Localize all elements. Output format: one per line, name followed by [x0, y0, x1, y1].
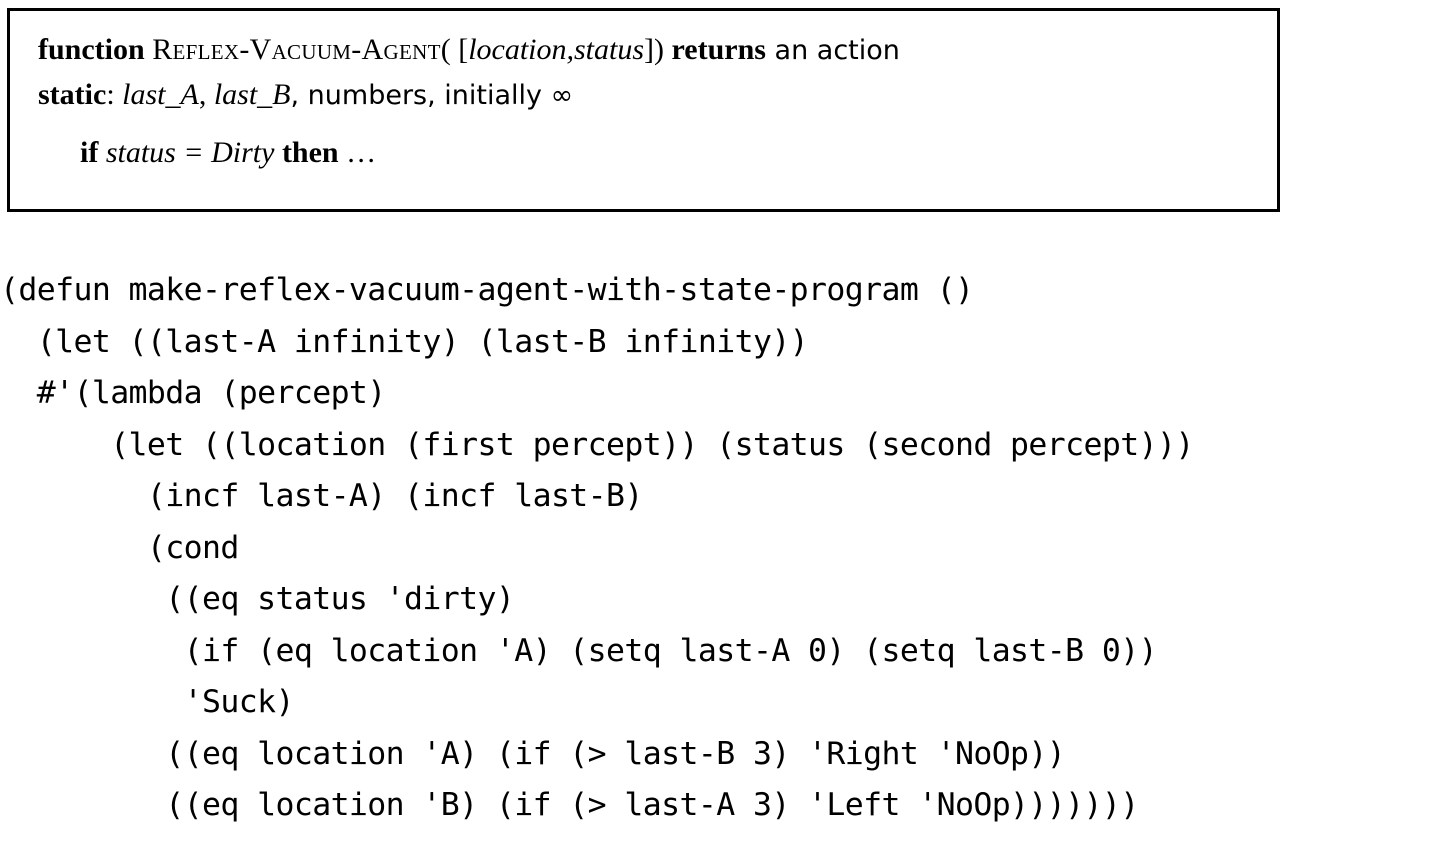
code-line: ((eq status 'dirty): [0, 581, 515, 617]
params-close: ]): [644, 33, 672, 66]
ellipsis: …: [346, 136, 377, 169]
returns-type: an action: [765, 35, 900, 66]
infinity-symbol: ∞: [550, 80, 574, 111]
pseudocode-line-static: static: last_A, last_B, numbers, initial…: [38, 78, 573, 113]
code-line: (cond: [0, 529, 239, 566]
code-line: ((eq location 'A) (if (> last-B 3) 'Righ…: [0, 735, 1066, 772]
code-line: (incf last-A) (incf last-B): [0, 478, 643, 514]
code-line: 'Suck): [0, 684, 295, 720]
keyword-returns: returns: [671, 33, 766, 66]
keyword-function: function: [38, 33, 145, 66]
params-open: ( [: [440, 33, 469, 66]
agent-name: Reflex-Vacuum-Agent: [152, 33, 441, 66]
code-line: #'(lambda (percept): [0, 375, 387, 411]
variable-last-b: last_B: [213, 78, 291, 111]
keyword-static: static: [38, 78, 107, 111]
value-dirty: Dirty: [211, 136, 275, 169]
code-line: (let ((last-A infinity) (last-B infinity…: [0, 323, 809, 360]
keyword-then: then: [281, 136, 339, 169]
equals-operator: =: [175, 136, 212, 169]
params-list: location,status: [468, 33, 645, 66]
variable-status: status: [105, 136, 176, 169]
static-separator: ,: [198, 78, 214, 111]
variable-last-a: last_A: [122, 78, 199, 111]
static-description: , numbers, initially: [290, 80, 551, 111]
code-line: ((eq location 'B) (if (> last-A 3) 'Left…: [0, 787, 1139, 823]
pseudocode-figure-box: function Reflex-Vacuum-Agent( [location,…: [7, 8, 1280, 212]
code-line: (if (eq location 'A) (setq last-A 0) (se…: [0, 632, 1158, 669]
static-colon: :: [106, 78, 123, 111]
pseudocode-line-signature: function Reflex-Vacuum-Agent( [location,…: [38, 33, 900, 68]
keyword-if: if: [80, 136, 99, 169]
code-line: (let ((location (first percept)) (status…: [0, 426, 1194, 463]
pseudocode-line-if: if status = Dirty then …: [80, 136, 376, 170]
code-line: (defun make-reflex-vacuum-agent-with-sta…: [0, 272, 974, 308]
lisp-code-listing: (defun make-reflex-vacuum-agent-with-sta…: [0, 265, 1442, 832]
